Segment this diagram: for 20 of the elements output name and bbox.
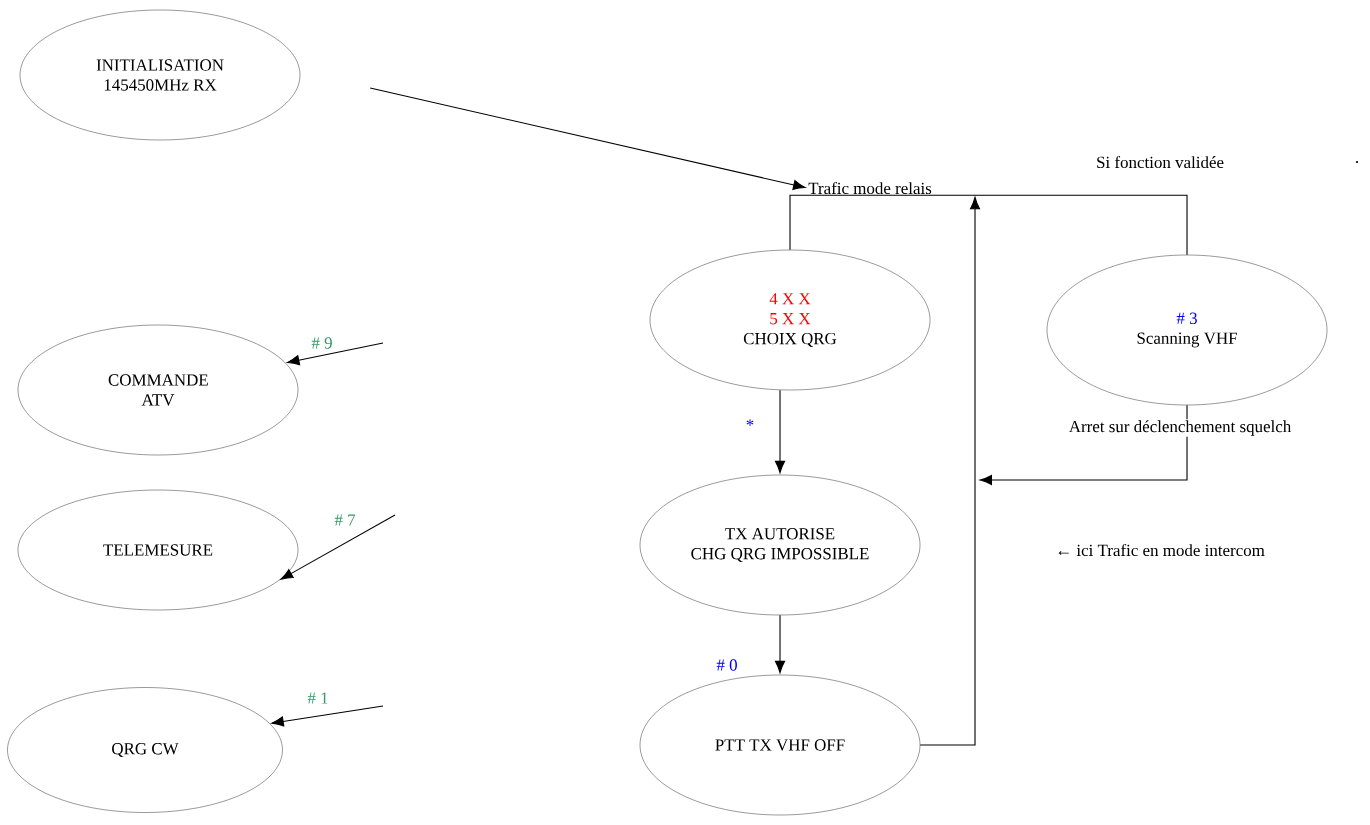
arrow	[280, 514, 396, 580]
edge-label: # 1	[306, 691, 330, 705]
edge-label: # 9	[310, 336, 334, 350]
edge-label: *	[744, 418, 756, 432]
arrow	[287, 342, 384, 366]
edge-label: Arret sur déclenchement squelch	[1067, 419, 1293, 437]
arrow	[774, 614, 786, 674]
connector-line	[869, 194, 1188, 256]
arrow	[369, 87, 806, 190]
note-text: ← ici Trafic en mode intercom	[1058, 543, 1265, 557]
arrow	[271, 705, 384, 727]
note-text: .	[1356, 161, 1359, 163]
arrow	[919, 196, 981, 746]
edge-label: # 7	[333, 513, 357, 527]
state-label: Trafic mode relais	[808, 181, 932, 195]
connector-line	[789, 194, 871, 251]
arrow	[774, 389, 786, 474]
note-text: Si fonction validée	[1097, 155, 1224, 169]
arrow	[979, 404, 1188, 486]
edge-label: # 0	[715, 658, 739, 672]
